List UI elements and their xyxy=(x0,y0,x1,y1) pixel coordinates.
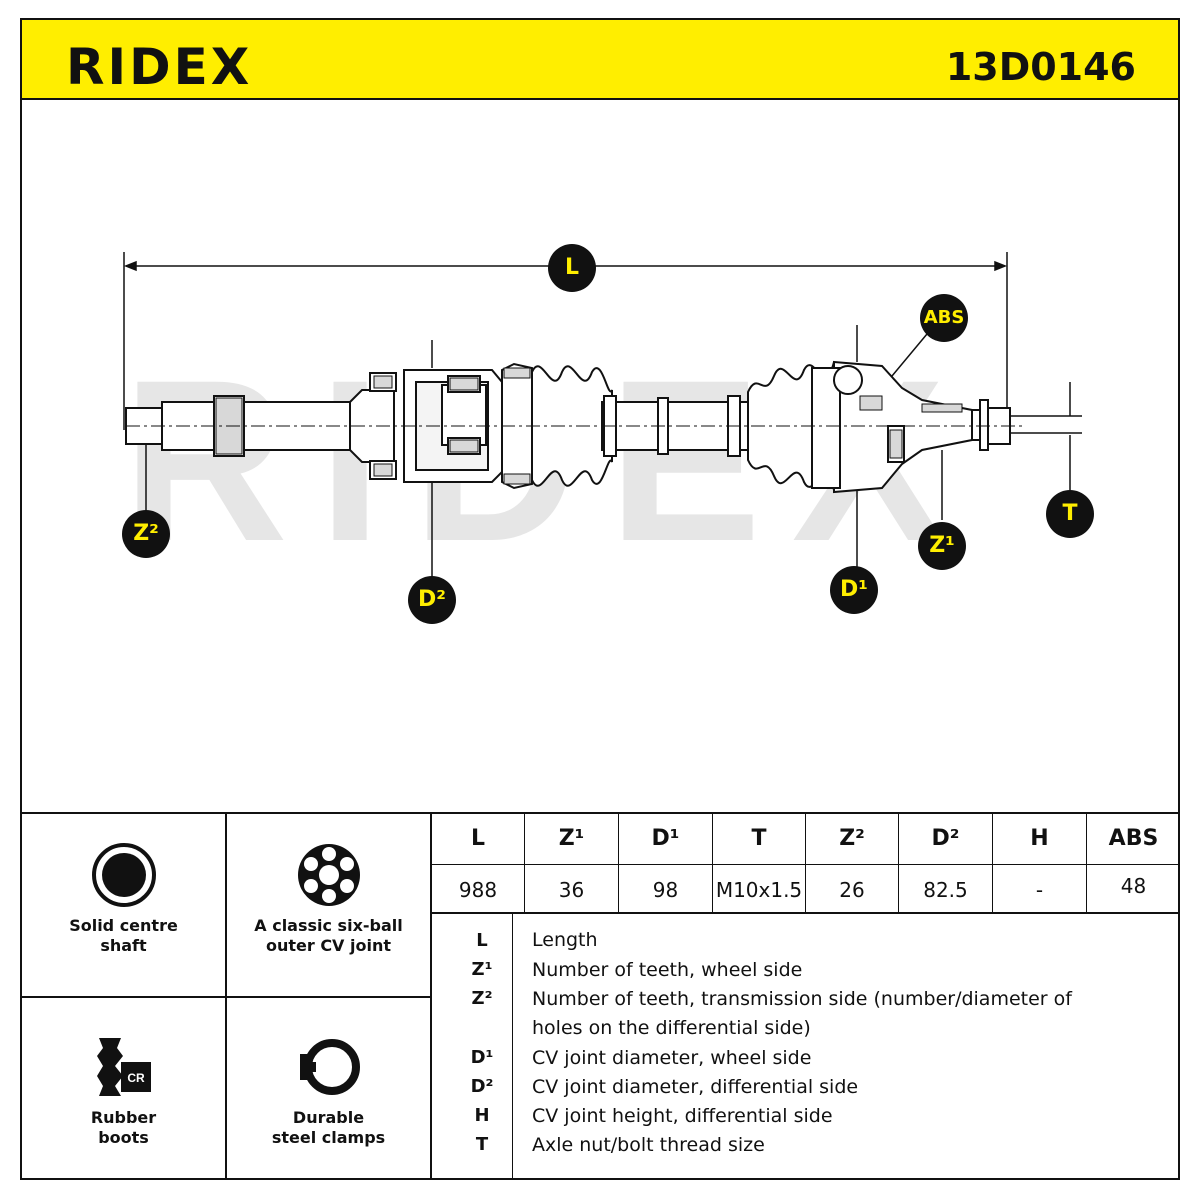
spec-col-line xyxy=(898,812,899,912)
spec-col-line xyxy=(618,812,619,912)
feature-label: boots xyxy=(98,1128,149,1147)
legend-desc: CV joint height, differential side xyxy=(532,1105,833,1127)
spec-col-line xyxy=(1086,812,1087,912)
spec-col-line xyxy=(712,812,713,912)
legend-key: L xyxy=(476,930,488,951)
spec-value-z2: 26 xyxy=(839,878,865,902)
feature-label: outer CV joint xyxy=(265,936,392,955)
feature-six-ball-joint: A classic six-ball outer CV joint xyxy=(227,842,430,956)
dimension-lines xyxy=(123,252,1082,580)
spec-value-h: - xyxy=(1035,878,1044,902)
spec-value-d2: 82.5 xyxy=(923,878,968,902)
feature-row-divider xyxy=(20,996,432,998)
boot-material-text: CR xyxy=(127,1071,145,1085)
legend-desc: CV joint diameter, differential side xyxy=(532,1076,859,1098)
badge-d2: D² xyxy=(408,576,456,624)
legend-desc: Axle nut/bolt thread size xyxy=(532,1134,765,1156)
feature-label: Rubber xyxy=(90,1108,157,1127)
feature-label: shaft xyxy=(100,936,147,955)
spec-value-l: 988 xyxy=(458,878,498,902)
steel-clamp-icon xyxy=(299,1039,360,1095)
badge-length: L xyxy=(548,244,596,292)
spec-value-z1: 36 xyxy=(558,878,585,902)
feature-solid-shaft: Solid centre shaft xyxy=(22,842,225,956)
spec-col-line xyxy=(524,812,525,912)
feature-label: steel clamps xyxy=(271,1128,386,1147)
badge-d1: D¹ xyxy=(830,566,878,614)
spec-value-t: M10x1.5 xyxy=(715,878,803,902)
legend-desc: Number of teeth, wheel side xyxy=(532,959,803,981)
spec-header-l: L xyxy=(470,826,486,851)
badge-abs: ABS xyxy=(920,294,968,342)
legend-key: D¹ xyxy=(470,1047,494,1068)
legend-key: D² xyxy=(470,1076,494,1097)
spec-value-d1: 98 xyxy=(652,878,679,902)
badge-thread: T xyxy=(1046,490,1094,538)
legend-desc: Length xyxy=(532,929,598,951)
spec-header-d1: D¹ xyxy=(651,826,680,851)
spec-value-abs: 48 xyxy=(1120,874,1147,898)
legend-divider xyxy=(512,912,513,1180)
badge-z1: Z¹ xyxy=(918,522,966,570)
table-top-border xyxy=(20,812,1180,814)
legend-key: T xyxy=(475,1134,489,1155)
spec-col-line xyxy=(805,812,806,912)
badge-z2: Z² xyxy=(122,510,170,558)
legend-key: Z² xyxy=(471,988,493,1009)
solid-shaft-icon xyxy=(91,843,156,907)
spec-header-t: T xyxy=(751,826,767,851)
spec-header-z2: Z² xyxy=(839,826,865,851)
spec-header-abs: ABS xyxy=(1108,826,1159,851)
feature-label: A classic six-ball xyxy=(254,916,403,935)
spec-header-d2: D² xyxy=(931,826,960,851)
feature-rubber-boots: CR Rubber boots xyxy=(22,1034,225,1148)
header-bar: RIDEX 13D0146 xyxy=(20,18,1180,100)
legend-desc: Number of teeth, transmission side (numb… xyxy=(532,988,1072,1039)
spec-header-z1: Z¹ xyxy=(558,826,585,851)
rubber-boot-icon: CR xyxy=(96,1038,151,1096)
spec-col-line xyxy=(992,812,993,912)
legend-key: Z¹ xyxy=(471,959,493,980)
feature-steel-clamps: Durable steel clamps xyxy=(227,1034,430,1148)
six-ball-joint-icon xyxy=(297,844,360,906)
feature-label: Solid centre xyxy=(69,916,178,935)
drive-shaft-drawing: RIDEX xyxy=(122,252,1082,589)
technical-drawing: RIDEX xyxy=(22,100,1178,814)
spec-header-line xyxy=(432,864,1180,865)
part-number: 13D0146 xyxy=(945,45,1136,89)
legend-key: H xyxy=(474,1105,490,1126)
brand-logo: RIDEX xyxy=(66,38,253,96)
feature-label: Durable xyxy=(292,1108,365,1127)
legend-desc: CV joint diameter, wheel side xyxy=(532,1047,812,1069)
spec-header-h: H xyxy=(1030,826,1049,851)
spec-bottom-line xyxy=(432,912,1180,914)
